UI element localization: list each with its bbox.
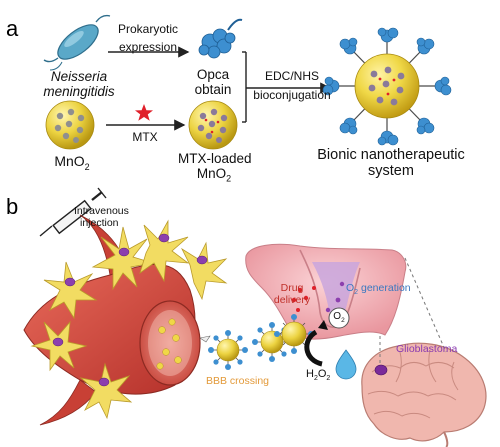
drug-delivery-label: Drug delivery xyxy=(270,282,314,306)
step2-line1: EDC/NHS xyxy=(264,69,319,83)
o2-bubble-sub: 2 xyxy=(341,317,345,324)
zoom-dashed-lines xyxy=(379,257,447,366)
h2o2-a: H xyxy=(306,368,314,380)
glioblastoma-label: Glioblastoma xyxy=(396,343,458,355)
result-line1: Bionic nanotherapeutic xyxy=(317,147,465,163)
conversion-arrow xyxy=(304,329,323,367)
mno2-nanoparticle-icon xyxy=(45,100,95,150)
o2-bubble xyxy=(328,307,350,329)
organism-line1: Neisseria xyxy=(50,69,108,84)
injection-line1: Intravenous xyxy=(74,205,129,217)
bioconjugation-label: EDC/NHS bioconjugation xyxy=(250,69,334,103)
o2-bubble-base: O xyxy=(333,311,342,322)
delivering-nanoparticle xyxy=(274,314,314,354)
opca-label: Opca obtain xyxy=(188,67,238,98)
injection-label: Intravenous injection xyxy=(74,205,144,229)
syringe-icon xyxy=(39,187,107,237)
bbb-crossing-label: BBB crossing xyxy=(206,375,270,387)
o2-gen-post: generation xyxy=(358,282,411,294)
drug-line1: Drug xyxy=(280,282,304,294)
mtx-label: MTX xyxy=(132,130,158,144)
astrocyte-nuclei xyxy=(52,233,208,387)
o2-gen-sub: 2 xyxy=(354,289,359,297)
step2-line2: bioconjugation xyxy=(253,88,331,103)
step1-line2: expression xyxy=(118,40,178,55)
step1-line1: Prokaryotic xyxy=(117,22,179,36)
panel-letter-a: a xyxy=(6,16,19,41)
h2o2-sub2: 2 xyxy=(326,375,331,383)
h2o2-sub1: 2 xyxy=(313,375,318,383)
bacterium-icon xyxy=(43,14,111,71)
o2-bubble-label: O2 xyxy=(331,311,347,324)
o2-generation-label: O2 generation xyxy=(346,282,411,297)
mtx-star-icon xyxy=(135,104,153,121)
bionic-nanoparticle-icon xyxy=(322,27,452,146)
crossing-nanoparticles xyxy=(199,322,292,370)
injection-line2: injection xyxy=(80,216,119,229)
organism-label: Neisseria meningitidis xyxy=(34,69,124,100)
loaded-line2-base: MnO xyxy=(196,165,227,181)
mno2-sub: 2 xyxy=(84,161,90,172)
panel-letter-b: b xyxy=(6,194,19,219)
organism-line2: meningitidis xyxy=(43,83,115,99)
h2o2-droplet-icon xyxy=(335,349,357,380)
bionic-system-label: Bionic nanotherapeutic system xyxy=(306,147,476,180)
o2-gen-pre: O xyxy=(346,282,355,294)
loaded-line2-sub: 2 xyxy=(226,173,232,184)
brain-icon xyxy=(361,342,487,447)
mtx-loaded-nanoparticle-icon xyxy=(188,100,238,150)
opca-protein-icon xyxy=(198,18,243,59)
bioconjugation-bracket xyxy=(242,51,247,123)
opca-line2: obtain xyxy=(194,81,232,97)
mtx-loaded-label: MTX-loaded MnO2 xyxy=(178,151,252,184)
brain-tissue-section xyxy=(245,243,407,340)
h2o2-label: H2O2 xyxy=(306,368,330,383)
loaded-line1: MTX-loaded xyxy=(178,151,252,166)
result-line2: system xyxy=(368,162,414,179)
drug-line2: delivery xyxy=(273,293,311,306)
opca-line1: Opca xyxy=(196,67,230,82)
mno2-base: MnO xyxy=(54,153,85,169)
prokaryotic-expression-label: Prokaryotic expression xyxy=(108,22,188,55)
mno2-label: MnO2 xyxy=(52,153,92,173)
h2o2-b: O xyxy=(317,368,327,380)
